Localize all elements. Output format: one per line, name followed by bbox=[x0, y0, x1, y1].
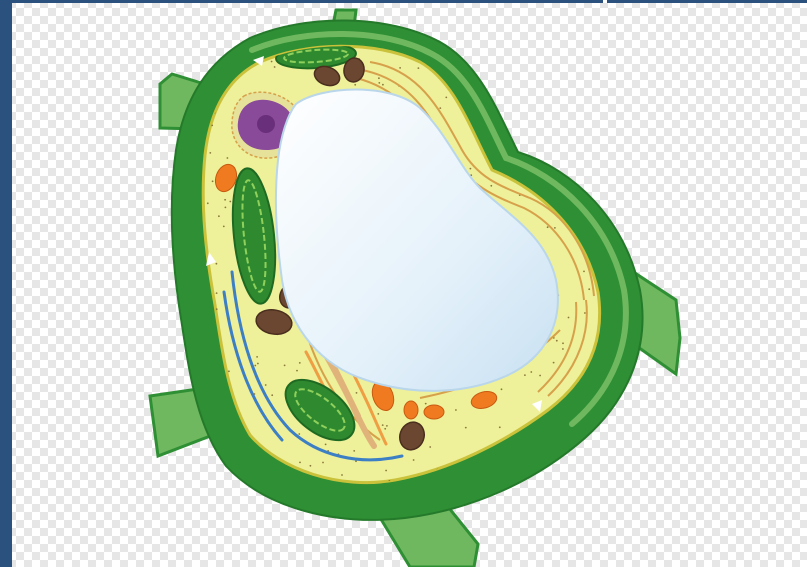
ribosome-dot bbox=[298, 433, 300, 435]
ribosome-dot bbox=[322, 462, 324, 464]
ribosome-dot bbox=[516, 104, 518, 106]
ribosome-dot bbox=[579, 178, 581, 180]
ribosome-dot bbox=[206, 475, 208, 477]
ribosome-dot bbox=[470, 168, 472, 170]
ribosome-dot bbox=[211, 125, 213, 127]
ribosome-dot bbox=[537, 482, 539, 484]
ribosome-dot bbox=[465, 427, 467, 429]
ribosome-dot bbox=[225, 207, 227, 209]
ribosome-dot bbox=[385, 470, 387, 472]
ribosome-dot bbox=[274, 66, 276, 68]
ribosome-dot bbox=[540, 57, 542, 59]
ribosome-dot bbox=[216, 263, 218, 265]
ribosome-dot bbox=[562, 342, 564, 344]
ribosome-dot bbox=[377, 413, 379, 415]
ribosome-dot bbox=[553, 362, 555, 364]
ribosome-dot bbox=[455, 409, 457, 411]
ribosome-dot bbox=[499, 426, 501, 428]
ribosome-dot bbox=[209, 152, 211, 154]
ribosome-dot bbox=[284, 365, 286, 367]
ribosome-dot bbox=[463, 48, 465, 50]
ribosome-dot bbox=[382, 84, 384, 86]
ribosome-dot bbox=[216, 292, 218, 294]
ribosome-dot bbox=[539, 375, 541, 377]
central-vacuole bbox=[276, 90, 558, 391]
ribosome-dot bbox=[562, 348, 564, 350]
ribosome-dot bbox=[310, 465, 312, 467]
ribosome-dot bbox=[413, 459, 415, 461]
ribosome-dot bbox=[584, 312, 586, 314]
ribosome-dot bbox=[507, 81, 509, 83]
ribosome-dot bbox=[386, 425, 388, 427]
ribosome-dot bbox=[254, 365, 256, 367]
ribosome-dot bbox=[256, 356, 258, 358]
ribosome-dot bbox=[207, 202, 209, 204]
ribosome-dot bbox=[212, 180, 214, 182]
ribosome-dot bbox=[558, 161, 560, 163]
ribosome-dot bbox=[554, 227, 556, 229]
ribosome-dot bbox=[543, 470, 545, 472]
ribosome-dot bbox=[218, 215, 220, 217]
ribosome-dot bbox=[524, 374, 526, 376]
ribosome-dot bbox=[572, 145, 574, 147]
ribosome-dot bbox=[568, 317, 570, 319]
ribosome-dot bbox=[210, 54, 212, 56]
ribosome-dot bbox=[271, 61, 273, 63]
ribosome-dot bbox=[257, 363, 259, 365]
ribosome-dot bbox=[265, 384, 267, 386]
ribosome-dot bbox=[216, 308, 218, 310]
ribosome-dot bbox=[399, 67, 401, 69]
peroxisome bbox=[424, 405, 444, 419]
ribosome-dot bbox=[229, 201, 231, 203]
ribosome-dot bbox=[582, 127, 584, 129]
ribosome-dot bbox=[501, 388, 503, 390]
ribosome-dot bbox=[531, 477, 533, 479]
ribosome-dot bbox=[429, 446, 431, 448]
ribosome-dot bbox=[354, 84, 356, 86]
ribosome-dot bbox=[532, 123, 534, 125]
ribosome-dot bbox=[223, 226, 225, 228]
ribosome-dot bbox=[536, 85, 538, 87]
peroxisome bbox=[404, 401, 418, 419]
ribosome-dot bbox=[418, 67, 420, 69]
ribosome-dot bbox=[556, 340, 558, 342]
ribosome-dot bbox=[575, 471, 577, 473]
ribosome-dot bbox=[227, 157, 229, 159]
ribosome-dot bbox=[325, 444, 327, 446]
ribosome-dot bbox=[425, 403, 427, 405]
ribosome-dot bbox=[299, 362, 301, 364]
ribosome-dot bbox=[224, 199, 226, 201]
ribosome-dot bbox=[579, 45, 581, 47]
ribosome-dot bbox=[378, 77, 380, 79]
ribosome-dot bbox=[228, 370, 230, 372]
ribosome-dot bbox=[530, 371, 532, 373]
ribosome-dot bbox=[299, 462, 301, 464]
ribosome-dot bbox=[356, 392, 358, 394]
ribosome-dot bbox=[384, 428, 386, 430]
ribosome-dot bbox=[503, 73, 505, 75]
ribosome-dot bbox=[296, 370, 298, 372]
ribosome-dot bbox=[588, 288, 590, 290]
ribosome-dot bbox=[547, 226, 549, 228]
ribosome-dot bbox=[482, 51, 484, 53]
ribosome-dot bbox=[439, 107, 441, 109]
ribosome-dot bbox=[490, 185, 492, 187]
ribosome-dot bbox=[537, 108, 539, 110]
ribosome-dot bbox=[560, 90, 562, 92]
ribosome-dot bbox=[382, 424, 384, 426]
ribosome-dot bbox=[445, 97, 447, 99]
ribosome-dot bbox=[498, 102, 500, 104]
ribosome-dot bbox=[378, 82, 380, 84]
ribosome-dot bbox=[341, 474, 343, 476]
ribosome-dot bbox=[353, 450, 355, 452]
ribosome-dot bbox=[583, 271, 585, 273]
ribosome-dot bbox=[271, 394, 273, 396]
